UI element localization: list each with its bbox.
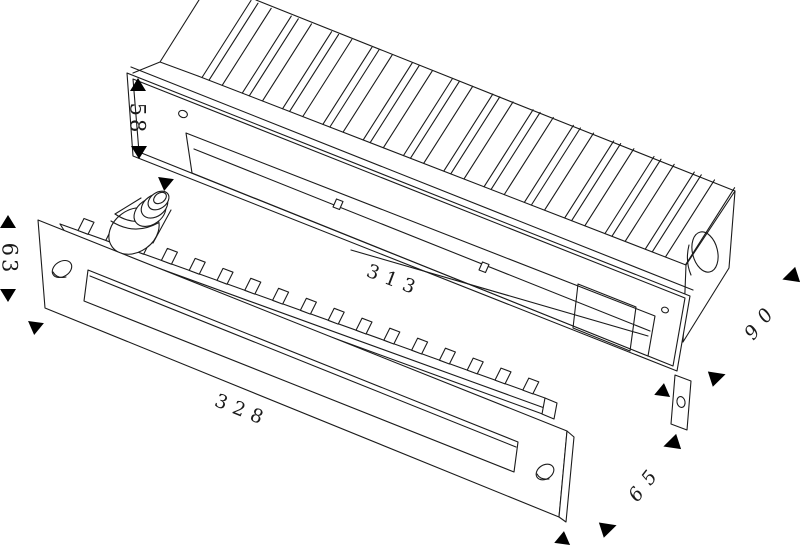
dim-328-arrow-right-icon	[554, 531, 571, 546]
faceplate-view	[37, 190, 575, 523]
retaining-clip	[478, 261, 490, 274]
housing-spring-tab	[670, 374, 692, 431]
bucket-rim-line	[193, 148, 651, 332]
flange-inset-line	[132, 78, 686, 367]
dim-313-arrow-right-icon	[654, 383, 671, 398]
gland-side-lines	[114, 197, 172, 244]
dim-housing-height-label: 58	[125, 102, 150, 136]
housing-view	[126, 0, 736, 431]
body-end-cap	[541, 397, 558, 420]
dim-90-arrow-lower-icon	[707, 371, 726, 387]
housing-left-top-edge	[132, 0, 200, 77]
dim-58-arrow-down-icon	[131, 146, 147, 159]
flange-screw-hole-left	[178, 109, 188, 119]
lens-inner-line	[89, 275, 517, 448]
dim-63-arrow-down-icon	[0, 289, 16, 302]
dim-58-arrow-up-icon	[130, 78, 146, 91]
dim-313-arrow-left-icon	[158, 176, 174, 191]
dimension-arrows	[0, 78, 800, 546]
faceplate-screw-hole-left	[51, 259, 73, 279]
body-fins	[77, 217, 540, 395]
retaining-clip	[332, 198, 344, 211]
faceplate-thickness-edge	[558, 430, 575, 523]
housing-back-top-edge	[255, 0, 736, 192]
housing-rib-lines	[201, 0, 736, 266]
bucket-interior-line	[350, 249, 649, 337]
cable-gland	[108, 190, 172, 255]
flange-chamfer-line	[130, 66, 694, 291]
dim-63-arrow-up-icon	[0, 215, 16, 228]
dim-90-arrow-upper-icon	[782, 266, 800, 283]
spring-tab-hole	[676, 396, 686, 408]
dim-328-arrow-left-icon	[28, 320, 44, 335]
cable-entry-hole	[691, 231, 719, 273]
faceplate-screw-hole-right	[535, 463, 555, 481]
flange-screw-hole-right	[661, 306, 669, 314]
flange-opening	[185, 132, 656, 357]
opening-end-channel	[572, 283, 637, 352]
dim-faceplate-height-label: 63	[0, 242, 22, 276]
dim-65-arrow-lower-icon	[598, 522, 617, 538]
faceplate-screw-countersink-right	[536, 473, 550, 480]
dim-65-arrow-upper-icon	[663, 433, 682, 450]
cable-entry-hole-wall	[686, 244, 692, 276]
faceplate-screw-countersink-left	[52, 271, 67, 278]
housing-end-cap	[682, 190, 736, 343]
lens-window	[83, 269, 519, 473]
gland-cap-top	[153, 191, 167, 205]
